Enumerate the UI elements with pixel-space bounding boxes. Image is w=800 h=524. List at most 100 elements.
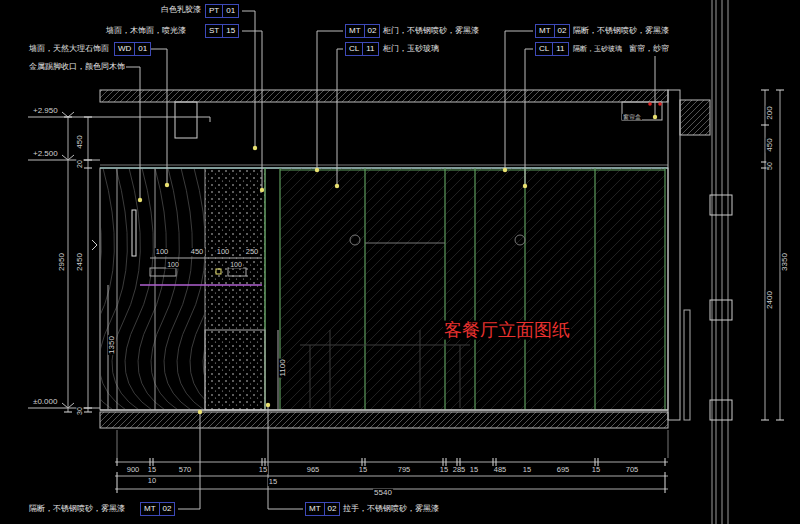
dimension-text: 900 [126,466,141,474]
material-note: 墙面，木饰面，喷光漆 [105,27,187,35]
dimension-text: 15 [358,466,368,474]
break-mark [92,240,97,250]
dimension-tick [117,472,118,493]
drawing-line [100,117,210,118]
material-tag: CL11 [345,42,379,56]
red-mark [648,102,652,106]
material-number: 02 [554,25,570,37]
dimension-tick [153,458,154,466]
window-head [680,100,710,135]
leader-dot [198,410,202,414]
dimension-line [115,476,668,477]
handle-symbol [350,235,360,245]
dimension-text: 200 [766,105,774,120]
leader-dot [266,403,270,407]
level-mark: +2.500 [32,150,59,158]
chair-outline [330,330,331,408]
wood-grain-line [101,169,127,409]
material-note: 墙面，天然大理石饰面 [28,45,110,53]
material-note: 柜门，玉砂玻璃 [382,45,440,53]
material-code: WD [115,43,134,55]
material-tag: MT02 [305,502,340,516]
level-line [28,160,100,161]
material-note: 隔断，不锈钢喷砂，雾黑漆 [572,27,670,35]
dimension-tick [262,458,263,466]
partition-frame [524,168,525,410]
leader-line [178,412,200,509]
table-outline [310,345,311,408]
dimension-tick [84,117,92,118]
shelf-item [228,268,246,276]
material-code: CL [536,43,552,55]
material-note: 隔断，玉砂玻璃 [572,45,623,52]
wood-grain-line [190,169,204,409]
partition-frame [474,168,475,410]
partition-frame [594,168,595,410]
bulkhead [175,102,197,138]
shelf-item [216,269,221,274]
handle-symbol [515,235,525,245]
material-code: CL [346,43,362,55]
material-note: 白色乳胶漆 [160,6,202,14]
table-outline [460,345,461,408]
extension-line [668,430,669,458]
red-mark [658,102,662,106]
dimension-text: 250 [245,248,260,256]
leader-line [525,49,533,186]
leader-line [317,31,343,170]
dimension-tick [84,160,92,161]
material-tag: PT01 [205,4,239,18]
dimension-text: 100 [216,248,231,256]
leader-line [242,11,255,148]
dimension-text: 2950 [58,252,66,272]
window-frame [722,0,723,524]
material-number: 11 [362,43,377,55]
dimension-text: 100 [229,261,243,268]
window-frame [712,0,713,524]
material-number: 02 [159,503,175,515]
dimension-text: 15 [439,466,449,474]
window-frame [716,0,717,524]
dimension-tick [496,458,497,466]
material-tag: MT02 [140,502,175,516]
dimension-text: 15 [591,466,601,474]
level-line [28,408,100,409]
partition-frame [280,170,665,171]
watermark: 客餐厅立面图纸 [443,321,571,340]
dimension-tick [665,472,666,493]
material-code: PT [206,5,222,17]
chair-outline [420,330,421,408]
material-tag: MT02 [345,24,380,38]
dimension-tick [493,458,494,466]
dimension-line [68,117,69,412]
dimension-text: 695 [556,466,571,474]
dimension-tick [117,458,118,466]
dimension-text: 450 [76,134,84,149]
material-code: MT [536,25,554,37]
drawing-line [100,165,668,166]
dimension-text: 705 [625,466,640,474]
window-mullion [710,300,732,320]
window-mullion [710,195,732,215]
dimension-tick [665,458,666,466]
dimension-tick [446,458,447,466]
dimension-tick [595,458,596,466]
dimension-text: 15 [469,466,479,474]
dimension-text: 15 [268,478,278,486]
leader-dot [165,183,169,187]
material-number: 01 [222,5,238,17]
ceiling-slab [100,90,668,102]
partition-frame [664,168,665,410]
leader-dot [253,146,257,150]
dimension-tick [776,420,784,421]
shelf-line [140,284,262,286]
material-code: MT [346,25,364,37]
dimension-tick [365,458,366,466]
dimension-text: 795 [397,466,412,474]
material-code: MT [141,503,159,515]
dimension-text: 450 [190,248,205,256]
dimension-text: 1350 [108,335,116,355]
dimension-tick [64,412,72,413]
